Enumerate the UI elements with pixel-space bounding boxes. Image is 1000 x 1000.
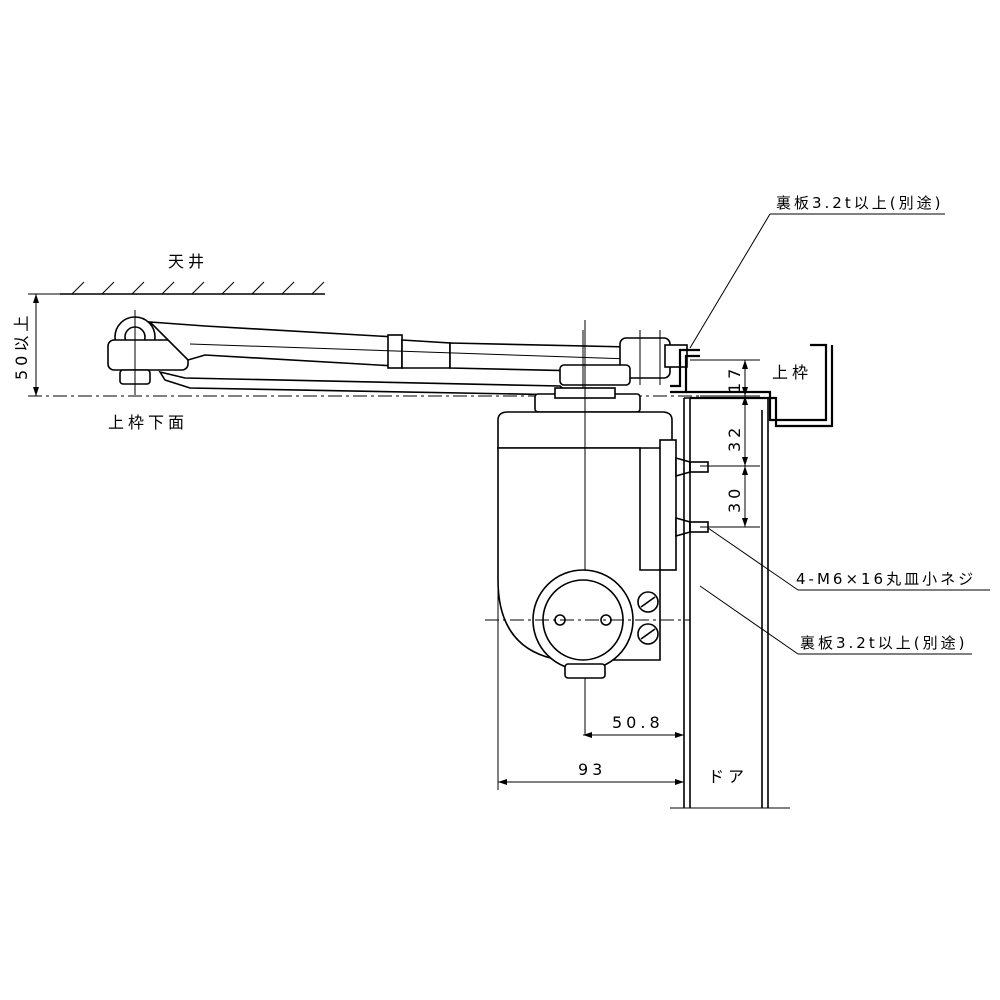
leader-back-plate-top: 裏板3.2t以上(別途) — [689, 194, 945, 349]
back-plate-bottom-label: 裏板3.2t以上(別途) — [800, 634, 967, 652]
vertical-dimensions: 17 32 30 — [690, 359, 760, 528]
horizontal-dimensions: 50.8 93 — [497, 580, 684, 790]
frame-bottom-label: 上枠下面 — [108, 413, 188, 432]
arm-assembly — [107, 310, 688, 400]
door-label: ドア — [708, 767, 748, 786]
door: ドア — [670, 397, 790, 809]
closer-body — [485, 320, 690, 735]
clearance-dimension: 50以上 — [12, 293, 60, 396]
ceiling: 天井 — [60, 252, 325, 295]
dim-30: 30 — [725, 485, 744, 513]
mounting-screws — [675, 456, 709, 538]
dim-32: 32 — [725, 424, 744, 452]
leader-screws: 4-M6×16丸皿小ネジ — [707, 527, 990, 591]
dim-17: 17 — [725, 365, 744, 393]
clearance-value: 50以上 — [12, 312, 31, 380]
screws-label: 4-M6×16丸皿小ネジ — [796, 570, 976, 588]
dim-93: 93 — [578, 760, 606, 779]
leader-back-plate-bottom: 裏板3.2t以上(別途) — [699, 585, 972, 655]
ceiling-label: 天井 — [168, 252, 208, 271]
upper-frame-label: 上枠 — [772, 363, 812, 382]
back-plate-top-label: 裏板3.2t以上(別途) — [776, 194, 943, 212]
dim-50-8: 50.8 — [612, 713, 664, 732]
upper-frame: 上枠 — [670, 343, 834, 428]
